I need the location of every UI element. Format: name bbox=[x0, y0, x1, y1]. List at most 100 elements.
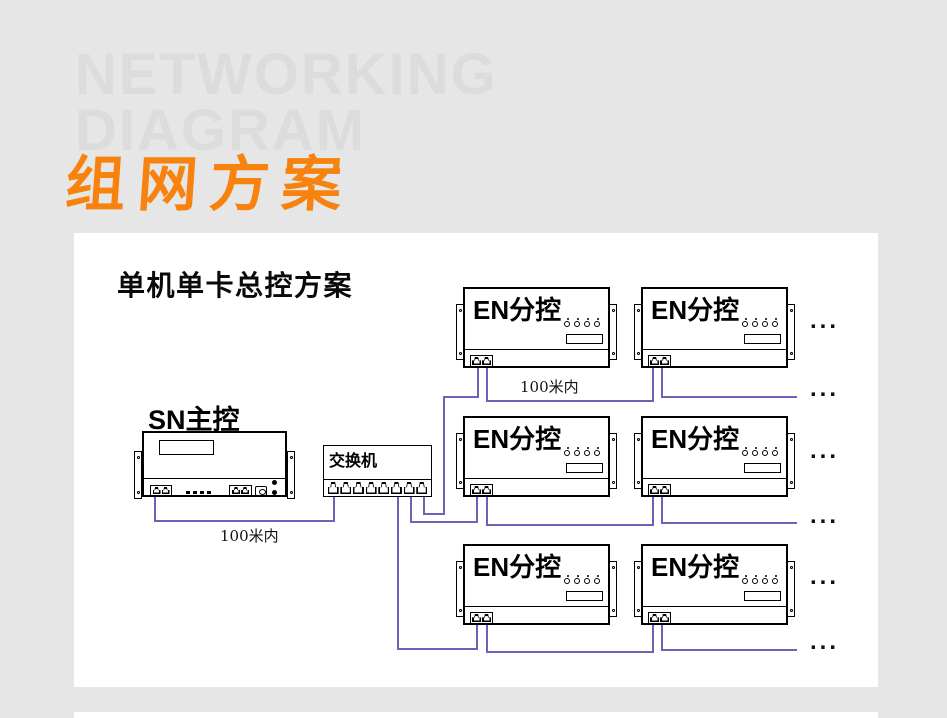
led-indicator-icon bbox=[752, 318, 758, 327]
screw-hole-icon bbox=[458, 309, 462, 312]
master-device-title: SN主控 bbox=[148, 405, 240, 435]
rj45-port-icon bbox=[232, 487, 240, 494]
led-indicator-icon bbox=[762, 318, 768, 327]
mount-ear bbox=[456, 304, 464, 360]
screw-hole-icon bbox=[458, 352, 462, 355]
screw-hole-icon bbox=[636, 309, 640, 312]
led-indicators bbox=[564, 447, 600, 456]
mount-ear bbox=[456, 433, 464, 489]
wire-segment bbox=[661, 649, 797, 651]
wire-segment bbox=[154, 520, 335, 522]
rj45-port-icon bbox=[650, 486, 659, 494]
rj45-port-icon bbox=[482, 486, 491, 494]
status-display bbox=[566, 591, 603, 601]
led-indicator-icon bbox=[594, 575, 600, 584]
led-indicator-icon bbox=[584, 575, 590, 584]
screw-hole-icon bbox=[458, 609, 462, 612]
led-indicator-icon bbox=[594, 318, 600, 327]
bottom-strip bbox=[643, 478, 786, 495]
device-label: EN分控 bbox=[473, 424, 562, 454]
rj45-port-icon bbox=[340, 482, 352, 494]
screw-hole-icon bbox=[611, 352, 615, 355]
screw-hole-icon bbox=[789, 481, 793, 484]
mount-ear bbox=[456, 561, 464, 617]
ethernet-ports bbox=[470, 355, 493, 367]
serial-connector-icon bbox=[186, 491, 214, 494]
rj45-port-icon bbox=[161, 487, 170, 494]
status-display bbox=[566, 334, 603, 344]
mount-ear bbox=[634, 561, 642, 617]
screw-hole-icon bbox=[458, 481, 462, 484]
wire-segment bbox=[486, 366, 488, 402]
ellipsis-dots: ... bbox=[810, 628, 840, 655]
mount-ear bbox=[609, 561, 617, 617]
wire-segment bbox=[443, 396, 445, 515]
led-indicator-icon bbox=[584, 318, 590, 327]
rj45-port-icon bbox=[472, 486, 481, 494]
screw-hole-icon bbox=[636, 352, 640, 355]
rj45-port-icon bbox=[650, 614, 659, 622]
wire-segment bbox=[661, 522, 797, 524]
ethernet-ports bbox=[150, 485, 172, 496]
led-indicator-icon bbox=[742, 447, 748, 456]
screw-hole-icon bbox=[289, 491, 293, 494]
status-display bbox=[744, 334, 781, 344]
bottom-strip bbox=[144, 478, 285, 495]
rj45-port-icon bbox=[660, 357, 669, 365]
mount-ear bbox=[609, 433, 617, 489]
ellipsis-dots: ... bbox=[810, 563, 840, 590]
indicator-dot-icon bbox=[272, 490, 277, 495]
wire-segment bbox=[486, 400, 654, 402]
bottom-strip bbox=[643, 606, 786, 623]
wire-segment bbox=[661, 396, 797, 398]
rj45-port-icon bbox=[650, 357, 659, 365]
mount-ear bbox=[609, 304, 617, 360]
screw-hole-icon bbox=[636, 609, 640, 612]
wire-segment bbox=[486, 524, 654, 526]
switch-label: 交换机 bbox=[329, 453, 378, 470]
screw-hole-icon bbox=[789, 609, 793, 612]
device-label: EN分控 bbox=[473, 295, 562, 325]
mount-ear bbox=[787, 561, 795, 617]
led-indicator-icon bbox=[762, 447, 768, 456]
led-indicator-icon bbox=[564, 318, 570, 327]
screw-hole-icon bbox=[458, 438, 462, 441]
device-label: EN分控 bbox=[473, 552, 562, 582]
ethernet-ports bbox=[229, 485, 252, 496]
watermark-line1: NETWORKING bbox=[75, 42, 498, 107]
led-indicator-icon bbox=[772, 447, 778, 456]
en-slave-device: EN分控 bbox=[634, 544, 795, 625]
led-indicator-icon bbox=[594, 447, 600, 456]
en-slave-device: EN分控 bbox=[634, 287, 795, 368]
wire-segment bbox=[333, 497, 335, 522]
rj45-port-icon bbox=[327, 482, 339, 494]
watermark-text: NETWORKING DIAGRAM bbox=[75, 42, 498, 160]
ellipsis-dots: ... bbox=[810, 307, 840, 334]
mount-ear bbox=[287, 451, 295, 499]
device-label: EN分控 bbox=[651, 552, 740, 582]
wire-segment bbox=[486, 495, 488, 526]
rj45-port-icon bbox=[152, 487, 161, 494]
led-indicator-icon bbox=[574, 447, 580, 456]
led-indicator-icon bbox=[574, 575, 580, 584]
sn-master-device bbox=[134, 431, 295, 499]
screw-hole-icon bbox=[789, 352, 793, 355]
indicator-dot-icon bbox=[272, 480, 277, 485]
bottom-strip bbox=[465, 478, 608, 495]
wire-segment bbox=[410, 521, 478, 523]
ethernet-ports bbox=[648, 612, 671, 624]
screw-hole-icon bbox=[136, 456, 140, 459]
wire-segment bbox=[661, 366, 663, 398]
wire-segment bbox=[652, 366, 654, 402]
en-slave-device: EN分控 bbox=[634, 416, 795, 497]
wire-segment bbox=[652, 623, 654, 653]
page-title: 组网方案 bbox=[63, 151, 357, 218]
led-indicators bbox=[742, 447, 778, 456]
led-indicator-icon bbox=[574, 318, 580, 327]
wire-segment bbox=[443, 396, 479, 398]
en-slave-device: EN分控 bbox=[456, 287, 617, 368]
led-indicator-icon bbox=[752, 447, 758, 456]
led-indicators bbox=[742, 318, 778, 327]
wire-segment bbox=[397, 648, 478, 650]
